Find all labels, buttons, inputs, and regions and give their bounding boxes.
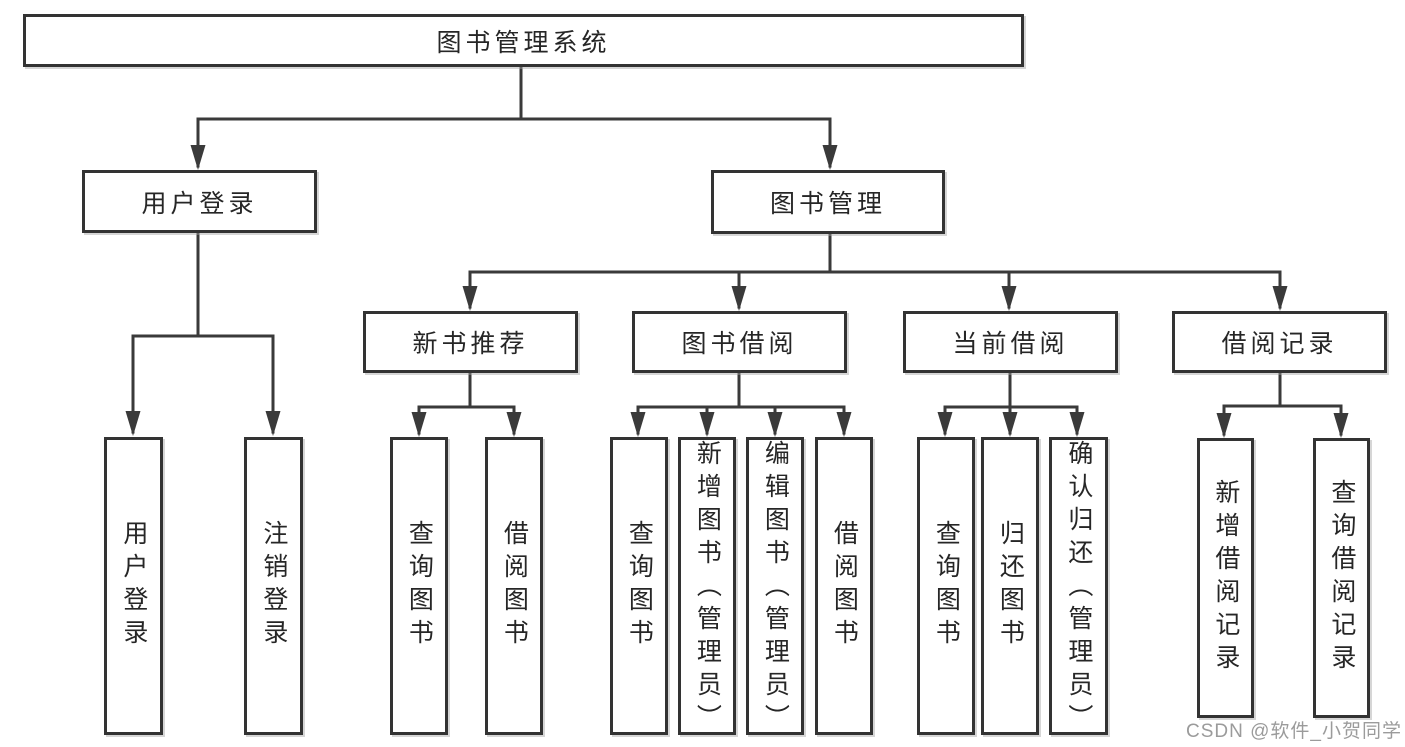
leaf-label: 查询借阅记录 bbox=[1327, 479, 1356, 677]
node-label: 新书推荐 bbox=[412, 330, 529, 358]
leaf-user-login: 用户登录 bbox=[104, 437, 163, 735]
leaf-recommend-borrow-books: 借阅图书 bbox=[485, 437, 543, 735]
leaf-borrow-borrow-books: 借阅图书 bbox=[815, 437, 873, 735]
leaf-records-query-record: 查询借阅记录 bbox=[1313, 438, 1370, 718]
leaf-records-add-record: 新增借阅记录 bbox=[1197, 438, 1254, 718]
leaf-logout: 注销登录 bbox=[244, 437, 303, 735]
node-label: 用户登录 bbox=[141, 189, 258, 218]
leaf-current-query-books: 查询图书 bbox=[917, 437, 975, 735]
leaf-label: 查询图书 bbox=[405, 520, 434, 652]
leaf-borrow-edit-books-admin: 编辑图书（管理员） bbox=[746, 437, 804, 737]
node-user-login: 用户登录 bbox=[82, 170, 317, 233]
csdn-watermark: CSDN @软件_小贺同学 bbox=[1186, 721, 1402, 742]
node-label: 借阅记录 bbox=[1221, 330, 1338, 358]
leaf-label: 借阅图书 bbox=[500, 520, 529, 652]
leaf-label: 查询图书 bbox=[625, 520, 654, 652]
node-book-management: 图书管理 bbox=[711, 170, 945, 234]
leaf-label: 确认归还（管理员） bbox=[1064, 440, 1093, 737]
node-label: 图书借阅 bbox=[681, 330, 798, 358]
leaf-label: 查询图书 bbox=[932, 520, 961, 652]
node-new-book-recommend: 新书推荐 bbox=[363, 311, 578, 373]
node-label: 图书管理系统 bbox=[436, 28, 611, 57]
node-label: 当前借阅 bbox=[952, 330, 1069, 358]
leaf-label: 新增图书（管理员） bbox=[693, 440, 722, 737]
leaf-recommend-query-books: 查询图书 bbox=[390, 437, 448, 735]
leaf-borrow-query-books: 查询图书 bbox=[610, 437, 668, 735]
node-library-system: 图书管理系统 bbox=[23, 14, 1024, 67]
leaf-label: 借阅图书 bbox=[830, 520, 859, 652]
leaf-borrow-add-books-admin: 新增图书（管理员） bbox=[678, 437, 736, 737]
leaf-label: 编辑图书（管理员） bbox=[761, 440, 790, 737]
leaf-label: 归还图书 bbox=[996, 520, 1025, 652]
leaf-current-confirm-return-admin: 确认归还（管理员） bbox=[1049, 437, 1108, 737]
node-current-borrow: 当前借阅 bbox=[903, 311, 1118, 373]
leaf-label: 注销登录 bbox=[259, 520, 288, 652]
node-label: 图书管理 bbox=[769, 190, 886, 218]
node-book-borrow: 图书借阅 bbox=[632, 311, 847, 373]
node-borrow-records: 借阅记录 bbox=[1172, 311, 1387, 373]
leaf-label: 新增借阅记录 bbox=[1211, 479, 1240, 677]
leaf-current-return-books: 归还图书 bbox=[981, 437, 1039, 735]
leaf-label: 用户登录 bbox=[119, 520, 148, 652]
